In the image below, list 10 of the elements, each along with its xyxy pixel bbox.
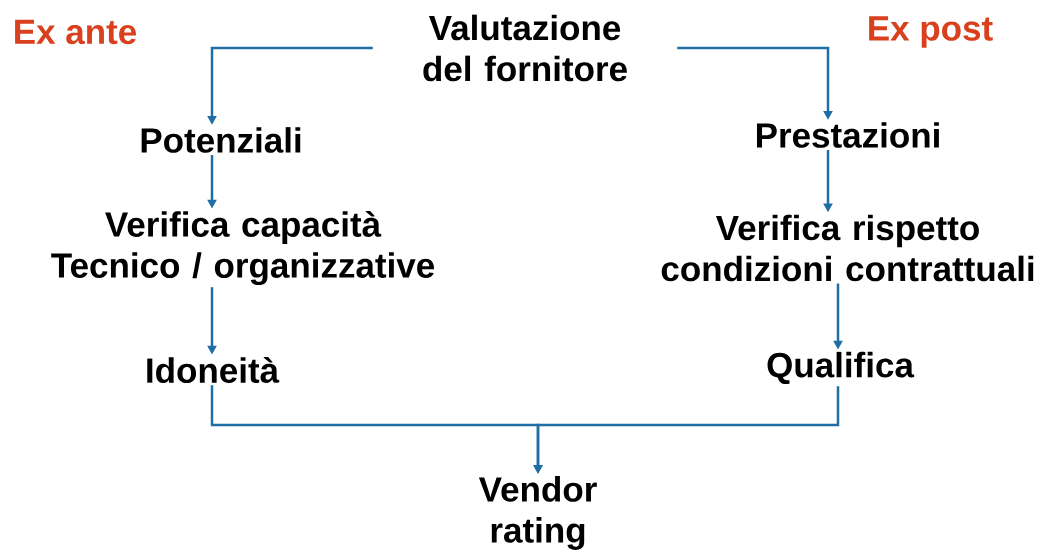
step-text: Verifica rispetto condizioni contrattuali — [661, 214, 1034, 282]
step-text: Verifica capacità Tecnico / organizzative — [51, 210, 435, 286]
phase-label: Ex ante — [15, 19, 137, 45]
step-text: Valutazione del fornitore — [423, 14, 627, 82]
step-text: Prestazioni — [757, 122, 939, 148]
phase-label: Ex post — [869, 16, 993, 48]
step-text: Vendor rating — [478, 476, 597, 550]
step-text: Qualifica — [767, 351, 915, 385]
step-text: Potenziali — [141, 127, 301, 153]
step-text: Idoneità — [147, 357, 280, 383]
